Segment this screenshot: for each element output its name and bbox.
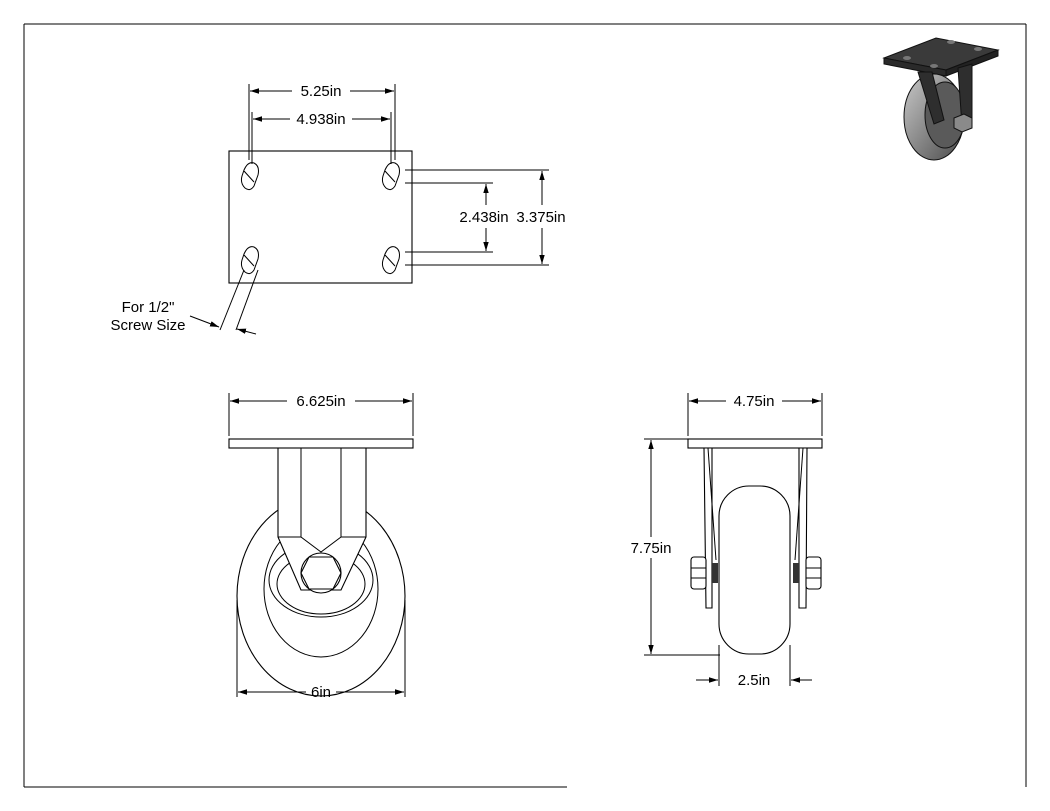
front-view: 6.625in 6in [228, 393, 414, 701]
dimension-2-5: 2.5in [696, 645, 812, 689]
dim-label-2-438: 2.438in [459, 209, 508, 226]
dimension-6-625: 6.625in [228, 393, 414, 436]
dimension-2-438: 2.438in [459, 184, 509, 251]
dimension-5-25: 5.25in [248, 83, 396, 160]
dimension-4-938: 4.938in [251, 111, 392, 164]
bolt-hole-top-right [381, 162, 400, 191]
side-spacer-left [712, 563, 718, 583]
top-view: 5.25in 4.938in 2.438in 3.375in [110, 83, 566, 335]
caster-isometric-thumbnail [882, 37, 1000, 161]
screw-size-note: For 1/2" Screw Size [110, 269, 259, 335]
dimension-3-375: 3.375in [516, 171, 566, 264]
bolt-hole-bottom-left [240, 246, 259, 275]
side-nut-left [690, 556, 707, 590]
dim-label-7-75: 7.75in [631, 540, 672, 557]
side-nut-right [805, 556, 822, 590]
side-view: 4.75in 7.75in [631, 393, 823, 689]
dimension-6: 6in [236, 600, 406, 701]
dimension-7-75: 7.75in [631, 438, 720, 656]
axle-nut [300, 556, 342, 590]
screw-note-line1: For 1/2" [122, 299, 175, 316]
screw-note-line2: Screw Size [110, 317, 185, 334]
dim-label-4-75: 4.75in [734, 393, 775, 410]
bolt-hole-top-left [240, 162, 259, 191]
dim-label-6-625: 6.625in [296, 393, 345, 410]
dim-label-5-25: 5.25in [301, 83, 342, 100]
sheet-border [23, 23, 1027, 788]
front-plate [228, 438, 414, 449]
side-wheel [718, 485, 791, 655]
mounting-plate-outline [228, 150, 413, 284]
fork-leg-right [798, 447, 808, 609]
dim-label-3-375: 3.375in [516, 209, 565, 226]
dim-label-4-938: 4.938in [296, 111, 345, 128]
dimension-4-75: 4.75in [687, 393, 823, 436]
side-plate [687, 438, 823, 449]
bolt-hole-bottom-right [381, 246, 400, 275]
dim-label-6: 6in [311, 684, 331, 701]
side-spacer-right [793, 563, 799, 583]
dim-label-2-5: 2.5in [738, 672, 771, 689]
